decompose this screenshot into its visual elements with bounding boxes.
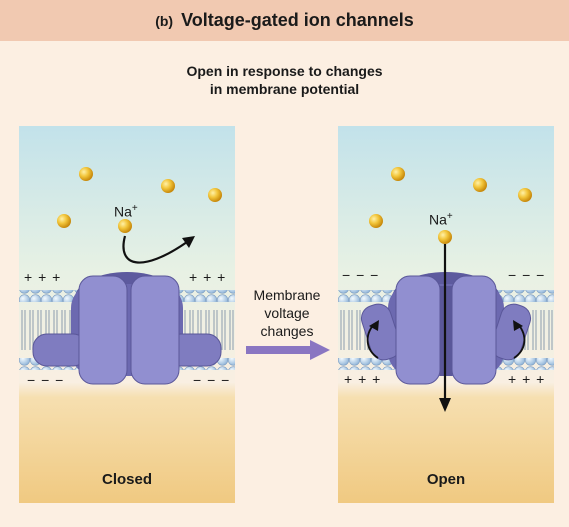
transition-line-1: Membrane <box>253 287 321 303</box>
sodium-ions <box>369 167 532 244</box>
bottom-charge-left: + + + <box>344 371 382 387</box>
section-header: (b) Voltage-gated ion channels <box>0 0 569 41</box>
bottom-charge-right: − − − <box>193 372 231 388</box>
closed-channel-illustration <box>19 126 235 503</box>
ion-flow-arrow <box>439 244 451 412</box>
subtitle-line-1: Open in response to changes <box>186 63 383 79</box>
transition-arrow <box>246 340 330 360</box>
channel-protein <box>32 272 222 385</box>
open-channel-illustration <box>338 126 554 503</box>
open-label: Open <box>426 471 466 488</box>
subtitle-line-2: in membrane potential <box>209 81 360 97</box>
top-charge-left: + + + <box>24 269 62 285</box>
bottom-charge-right: + + + <box>508 371 546 387</box>
closed-channel-panel: Na+ + + + + + + − − − − − − Closed <box>19 126 235 503</box>
transition-line-3: changes <box>260 323 314 339</box>
closed-label: Closed <box>101 471 152 488</box>
sodium-ion-label: Na+ <box>114 203 138 220</box>
section-title: Voltage-gated ion channels <box>181 10 414 30</box>
open-channel-panel: Na+ − − − − − − + + + + + + Open <box>338 126 554 503</box>
top-charge-right: + + + <box>189 269 227 285</box>
top-charge-left: − − − <box>342 267 380 283</box>
ion-deflection-arrow <box>122 235 195 264</box>
gate-motion-arrows <box>366 320 526 359</box>
sodium-ion-label: Na+ <box>429 211 453 228</box>
sodium-ions <box>57 167 222 233</box>
transition-line-2: voltage <box>264 305 310 321</box>
section-tag: (b) <box>155 12 174 29</box>
top-charge-right: − − − <box>508 267 546 283</box>
transition-text: Membrane voltage changes <box>244 286 330 340</box>
bottom-charge-left: − − − <box>27 372 65 388</box>
subtitle: Open in response to changes in membrane … <box>0 62 569 98</box>
